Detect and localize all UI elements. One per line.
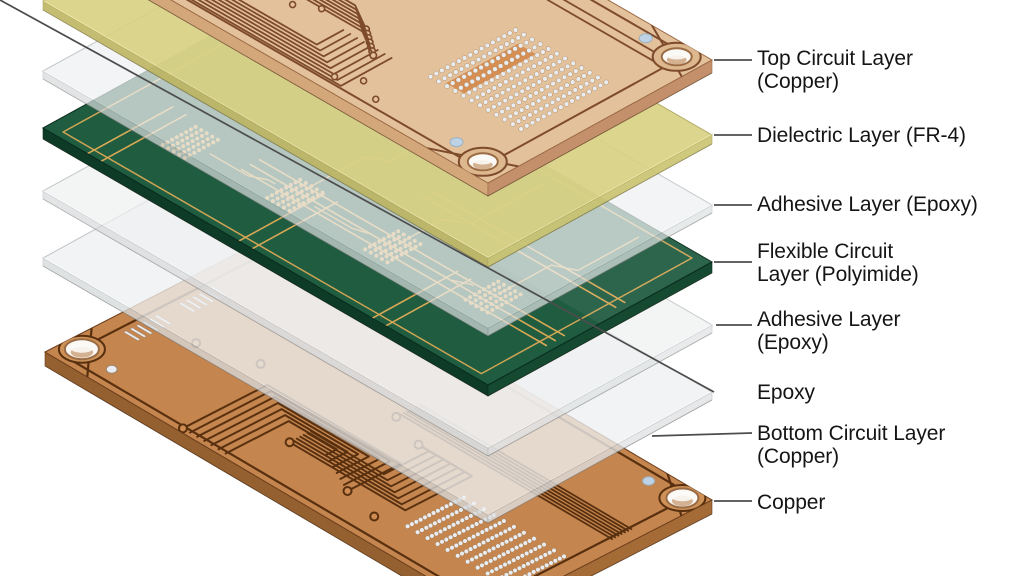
label-line: Copper	[757, 491, 826, 514]
label-line: Layer (Polyimide)	[757, 263, 919, 286]
leader-line-epoxy	[0, 0, 715, 393]
label-bottom-circuit-layer: Bottom Circuit Layer (Copper)	[757, 422, 945, 468]
label-line: Flexible Circuit	[757, 240, 894, 263]
label-adhesive-layer-2: Adhesive Layer (Epoxy)	[757, 308, 900, 354]
label-line: (Copper)	[757, 70, 840, 93]
label-line: Adhesive Layer	[757, 308, 901, 331]
leader-line-bottom-circuit-copper	[651, 432, 753, 437]
label-dielectric-layer: Dielectric Layer (FR-4)	[757, 124, 966, 147]
layer-top-circuit-copper	[67, 0, 714, 197]
label-line: (Copper)	[757, 445, 840, 468]
label-flexible-circuit-layer: Flexible Circuit Layer (Polyimide)	[757, 240, 919, 286]
label-top-circuit-layer: Top Circuit Layer (Copper)	[757, 47, 913, 93]
label-line: Epoxy	[757, 381, 815, 404]
label-line: Adhesive Layer (Epoxy)	[757, 193, 978, 216]
label-copper: Copper	[757, 491, 825, 514]
label-line: Top Circuit Layer	[757, 47, 913, 70]
label-line: Bottom Circuit Layer	[757, 422, 946, 445]
label-line: Dielectric Layer (FR-4)	[757, 124, 966, 147]
label-epoxy: Epoxy	[757, 381, 815, 404]
label-adhesive-layer-1: Adhesive Layer (Epoxy)	[757, 193, 978, 216]
label-line: (Epoxy)	[757, 331, 829, 354]
